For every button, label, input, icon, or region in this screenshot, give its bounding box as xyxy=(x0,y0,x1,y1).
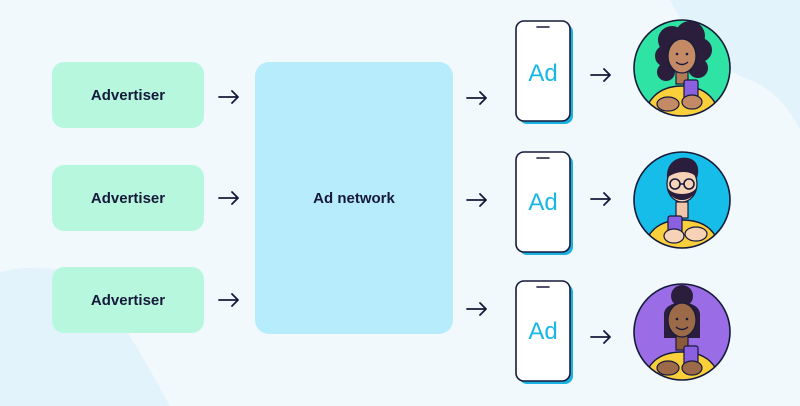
advertiser-box-2: Advertiser xyxy=(52,165,204,231)
arrow-right-icon xyxy=(218,191,239,205)
arrow-right-icon xyxy=(590,330,611,344)
ad-network-label: Ad network xyxy=(313,189,395,207)
arrow-right-icon xyxy=(218,90,239,104)
woman-curly-hair-avatar-icon xyxy=(633,19,731,117)
arrow-right-icon xyxy=(590,192,611,206)
advertiser-label: Advertiser xyxy=(90,189,166,207)
arrow-right-icon xyxy=(466,302,487,316)
man-glasses-beard-avatar-icon xyxy=(633,151,731,249)
arrow-right-icon xyxy=(590,68,611,82)
ad-network-box: Ad network xyxy=(255,62,453,334)
advertiser-label: Advertiser xyxy=(90,86,166,104)
advertiser-box-1: Advertiser xyxy=(52,62,204,128)
ad-label: Ad xyxy=(528,60,558,87)
phone-mockup-1: Ad xyxy=(515,20,575,126)
smartphone-icon xyxy=(515,151,573,255)
woman-dark-hair-avatar-icon xyxy=(633,283,731,381)
background-blob-bottom-left xyxy=(0,267,170,406)
ad-label: Ad xyxy=(528,189,558,216)
arrow-right-icon xyxy=(466,193,487,207)
smartphone-icon xyxy=(515,280,573,384)
phone-mockup-2: Ad xyxy=(515,151,575,257)
arrow-right-icon xyxy=(218,293,239,307)
phone-mockup-3: Ad xyxy=(515,280,575,386)
advertiser-label: Advertiser xyxy=(90,291,166,309)
advertiser-box-3: Advertiser xyxy=(52,267,204,333)
ad-label: Ad xyxy=(528,318,558,345)
smartphone-icon xyxy=(515,20,573,124)
arrow-right-icon xyxy=(466,91,487,105)
